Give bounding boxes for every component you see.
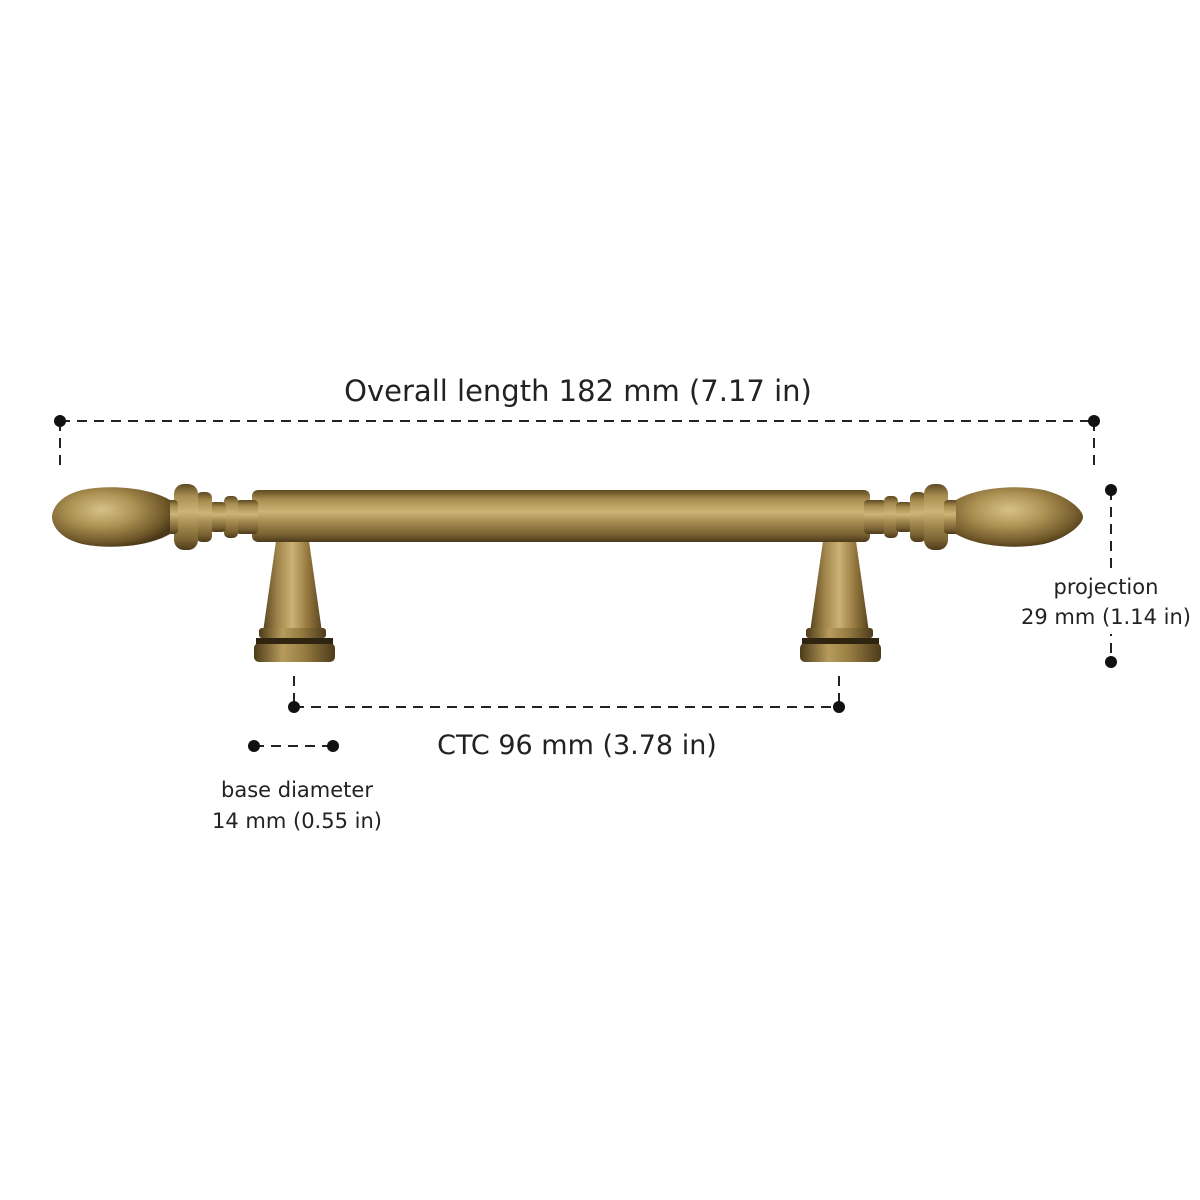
left-collar bbox=[162, 484, 258, 550]
left-post bbox=[254, 534, 335, 662]
base-diameter-right-dot bbox=[327, 740, 339, 752]
right-finial bbox=[956, 487, 1083, 547]
ctc-dimension: CTC 96 mm (3.78 in) bbox=[288, 676, 845, 761]
ctc-right-dot bbox=[833, 701, 845, 713]
base-diameter-label: base diameter bbox=[221, 778, 373, 802]
right-post bbox=[800, 534, 881, 662]
base-diameter-dimension: base diameter 14 mm (0.55 in) bbox=[212, 740, 382, 833]
base-diameter-value: 14 mm (0.55 in) bbox=[212, 809, 382, 833]
projection-value: 29 mm (1.14 in) bbox=[1021, 605, 1191, 629]
projection-label: projection bbox=[1054, 575, 1159, 599]
ctc-label: CTC 96 mm (3.78 in) bbox=[437, 730, 717, 761]
handle-bar bbox=[252, 490, 870, 542]
ctc-left-dot bbox=[288, 701, 300, 713]
overall-length-label: Overall length 182 mm (7.17 in) bbox=[344, 374, 812, 408]
left-finial bbox=[52, 487, 170, 547]
right-collar bbox=[864, 484, 960, 550]
projection-top-dot bbox=[1105, 484, 1117, 496]
base-diameter-left-dot bbox=[248, 740, 260, 752]
overall-length-left-dot bbox=[54, 415, 66, 427]
cabinet-handle bbox=[52, 484, 1083, 662]
projection-bottom-dot bbox=[1105, 656, 1117, 668]
projection-dimension: projection 29 mm (1.14 in) bbox=[1018, 484, 1196, 668]
overall-length-right-dot bbox=[1088, 415, 1100, 427]
overall-length-dimension: Overall length 182 mm (7.17 in) bbox=[54, 374, 1100, 470]
